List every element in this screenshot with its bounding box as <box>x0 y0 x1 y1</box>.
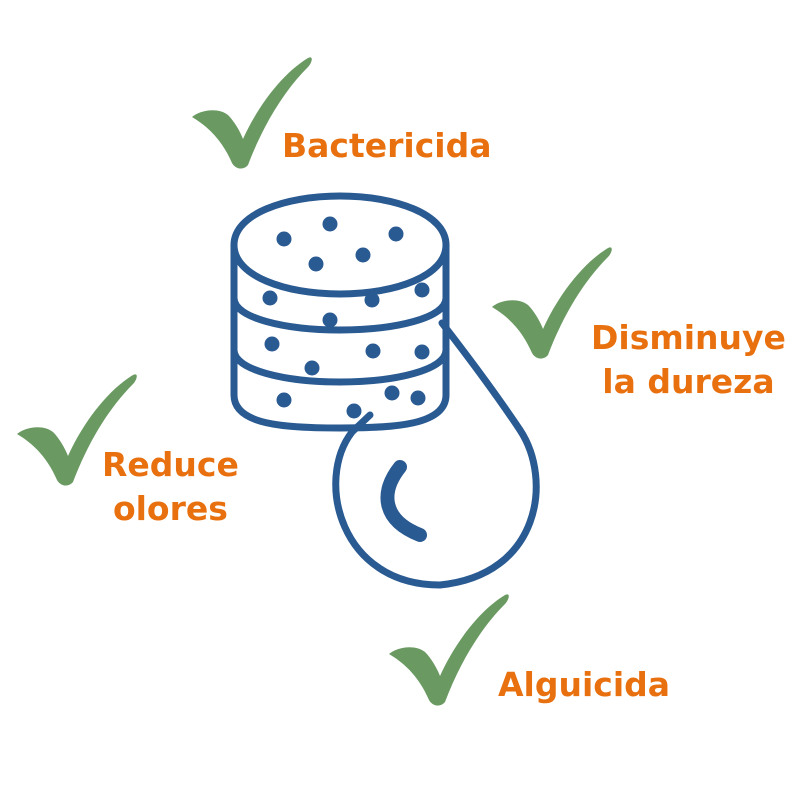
benefit-line: Bactericida <box>282 126 492 165</box>
benefit-line: Reduce <box>102 445 239 484</box>
check-mark-icon <box>492 247 612 359</box>
check-mark-icon <box>192 57 312 169</box>
check-mark-icon <box>17 374 137 486</box>
benefit-label-reduce-olores: Reduce olores <box>102 443 239 531</box>
check-mark-icon <box>389 594 509 706</box>
benefit-label-disminuye-dureza: Disminuye la dureza <box>591 316 786 404</box>
benefit-label-bactericida: Bactericida <box>282 124 492 168</box>
benefit-line: Alguicida <box>498 665 671 704</box>
benefit-line: olores <box>112 489 228 528</box>
benefit-line: la dureza <box>602 362 775 401</box>
benefit-label-alguicida: Alguicida <box>498 663 670 707</box>
benefit-line: Disminuye <box>591 318 786 357</box>
